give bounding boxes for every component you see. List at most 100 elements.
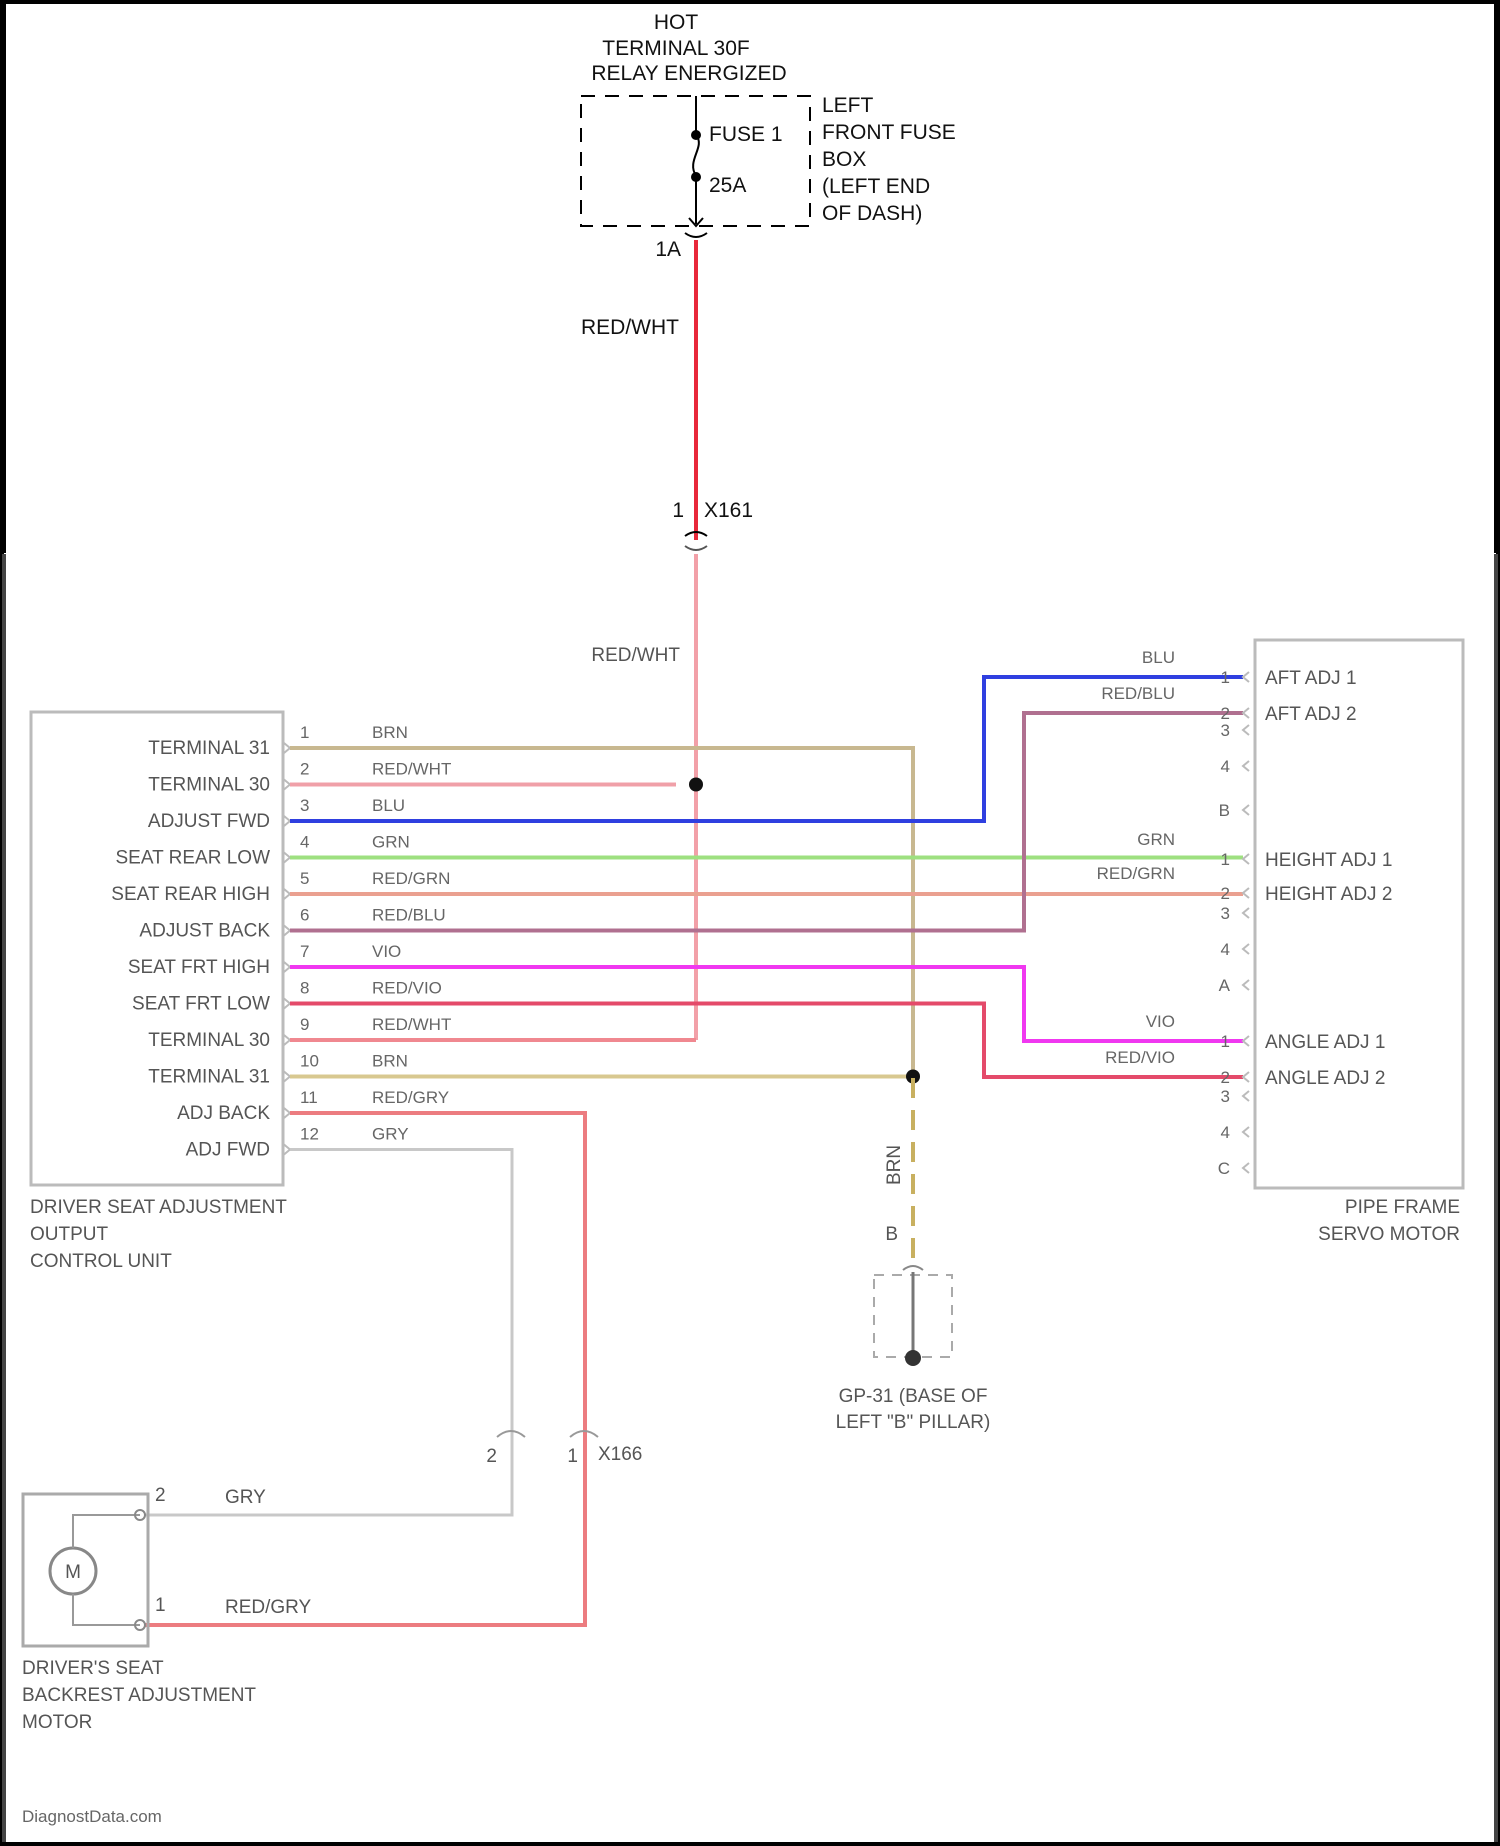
servo-pin-arrow bbox=[1243, 672, 1249, 682]
motor-pin-1-num: 1 bbox=[155, 1595, 166, 1616]
servo-pin-arrow bbox=[1243, 761, 1249, 771]
x161-symbol-bottom bbox=[685, 546, 707, 550]
cu-pin-wire-label: BRN bbox=[372, 723, 408, 742]
servo-pin-label: AFT ADJ 2 bbox=[1265, 704, 1357, 725]
motor-letter: M bbox=[65, 1562, 81, 1583]
cu-pin-wire-label: RED/BLU bbox=[372, 906, 446, 925]
cu-pin-label: TERMINAL 30 bbox=[148, 1030, 270, 1051]
ground-point bbox=[905, 1350, 921, 1366]
cu-pin-wire-label: BRN bbox=[372, 1052, 408, 1071]
cu-pin-number: 2 bbox=[300, 760, 309, 779]
servo-motor-label: PIPE FRAME SERVO MOTOR bbox=[1318, 1197, 1460, 1245]
fuse-box-line-1: LEFT bbox=[822, 94, 874, 117]
ground-wire-label: BRN bbox=[884, 1145, 905, 1185]
servo-pin-arrow bbox=[1243, 944, 1249, 954]
ground-name-1: GP-31 (BASE OF bbox=[839, 1386, 988, 1407]
servo-pin-arrow bbox=[1243, 1163, 1249, 1173]
cu-pin-arrow bbox=[284, 780, 290, 790]
servo-pin-number: 4 bbox=[1221, 757, 1230, 776]
motor-pin-1-wire: RED/GRY bbox=[225, 1597, 312, 1618]
servo-pin-arrow bbox=[1243, 908, 1249, 918]
servo-pin-label: HEIGHT ADJ 2 bbox=[1265, 884, 1392, 905]
cu-pin-wire-label: VIO bbox=[372, 942, 401, 961]
cu-pin-label: SEAT FRT HIGH bbox=[128, 957, 270, 978]
ground-pin-label: B bbox=[885, 1224, 898, 1245]
servo-pin-number: 1 bbox=[1221, 850, 1230, 869]
servo-wire-label: BLU bbox=[1142, 648, 1175, 667]
cu-pin-number: 1 bbox=[300, 723, 309, 742]
cu-pin-number: 3 bbox=[300, 796, 309, 815]
servo-pin-arrow bbox=[1243, 980, 1249, 990]
cu-pin-number: 7 bbox=[300, 942, 309, 961]
x166-name: X166 bbox=[598, 1444, 642, 1465]
power-source-label: HOT TERMINAL 30F RELAY ENERGIZED bbox=[591, 11, 786, 85]
cu-pin-arrow bbox=[284, 853, 290, 863]
backrest-motor-label: DRIVER'S SEAT BACKREST ADJUSTMENT MOTOR bbox=[22, 1658, 256, 1733]
splice-terminal-30 bbox=[689, 778, 703, 792]
servo-wire-label: RED/GRN bbox=[1097, 864, 1175, 883]
backrest-name-3: MOTOR bbox=[22, 1712, 92, 1733]
servo-motor-name-1: PIPE FRAME bbox=[1345, 1197, 1460, 1218]
cu-pin-wire-label: GRY bbox=[372, 1125, 409, 1144]
servo-pin-arrow bbox=[1243, 1036, 1249, 1046]
cu-pin-number: 5 bbox=[300, 869, 309, 888]
servo-pin-label: AFT ADJ 1 bbox=[1265, 668, 1357, 689]
servo-pin-label: HEIGHT ADJ 1 bbox=[1265, 850, 1392, 871]
servo-pin-arrow bbox=[1243, 1127, 1249, 1137]
servo-pin-number: 3 bbox=[1221, 904, 1230, 923]
wire-harness bbox=[145, 677, 1243, 1625]
servo-pin-number: 1 bbox=[1221, 1032, 1230, 1051]
cu-pin-arrow bbox=[284, 999, 290, 1009]
cu-pin-arrow bbox=[284, 926, 290, 936]
fuse-box-line-4: (LEFT END bbox=[822, 175, 930, 198]
cu-pin-arrow bbox=[284, 889, 290, 899]
cu-pin-label: ADJ BACK bbox=[177, 1103, 270, 1124]
cu-pin-label: SEAT REAR HIGH bbox=[111, 884, 270, 905]
servo-pin-number: 2 bbox=[1221, 884, 1230, 903]
servo-pin-number: 4 bbox=[1221, 1123, 1230, 1142]
fuse-symbol bbox=[693, 135, 699, 176]
cu-pin-number: 4 bbox=[300, 833, 309, 852]
power-line-1: HOT bbox=[654, 11, 699, 34]
connector-1a-label: 1A bbox=[655, 238, 681, 261]
cu-pin-number: 6 bbox=[300, 906, 309, 925]
cu-pin-number: 10 bbox=[300, 1052, 319, 1071]
cu-pin-label: TERMINAL 31 bbox=[148, 738, 270, 759]
servo-pin-arrow bbox=[1243, 888, 1249, 898]
cu-pin-arrow bbox=[284, 743, 290, 753]
servo-pin-arrow bbox=[1243, 805, 1249, 815]
control-unit-label: DRIVER SEAT ADJUSTMENT OUTPUT CONTROL UN… bbox=[30, 1197, 287, 1272]
fuse-rating: 25A bbox=[709, 174, 746, 197]
cu-pin-label: ADJUST FWD bbox=[148, 811, 270, 832]
servo-wire-label: RED/BLU bbox=[1101, 684, 1175, 703]
motor-lead-bottom bbox=[73, 1594, 140, 1625]
servo-wire-label: VIO bbox=[1146, 1012, 1175, 1031]
feed-wire-label: RED/WHT bbox=[581, 316, 679, 339]
servo-wire-label: RED/VIO bbox=[1105, 1048, 1175, 1067]
servo-pin-label: ANGLE ADJ 2 bbox=[1265, 1068, 1385, 1089]
cu-pin-wire-label: RED/VIO bbox=[372, 979, 442, 998]
motor-lead-top bbox=[73, 1515, 140, 1548]
cu-pin-number: 9 bbox=[300, 1015, 309, 1034]
x166-pin-right: 1 bbox=[567, 1446, 578, 1467]
power-line-3: RELAY ENERGIZED bbox=[591, 62, 786, 85]
servo-pin-number: A bbox=[1219, 976, 1231, 995]
ground-connector-symbol bbox=[903, 1266, 923, 1270]
cu-pin-wire-label: RED/WHT bbox=[372, 760, 451, 779]
backrest-name-1: DRIVER'S SEAT bbox=[22, 1658, 164, 1679]
cu-pin-wire-label: GRN bbox=[372, 833, 410, 852]
servo-pin-number: C bbox=[1218, 1159, 1230, 1178]
cu-pin-label: ADJ FWD bbox=[186, 1140, 270, 1161]
cu-pin-wire-label: BLU bbox=[372, 796, 405, 815]
cu-pin-arrow bbox=[284, 816, 290, 826]
cu-pin-wire-label: RED/WHT bbox=[372, 1015, 451, 1034]
fuse-box-label: LEFT FRONT FUSE BOX (LEFT END OF DASH) bbox=[822, 94, 956, 225]
x166-pin-left: 2 bbox=[486, 1446, 497, 1467]
servo-motor-name-2: SERVO MOTOR bbox=[1318, 1224, 1460, 1245]
fuse-box-line-2: FRONT FUSE bbox=[822, 121, 956, 144]
cu-pin-number: 12 bbox=[300, 1125, 319, 1144]
feed-wire-lower-label: RED/WHT bbox=[591, 645, 680, 666]
